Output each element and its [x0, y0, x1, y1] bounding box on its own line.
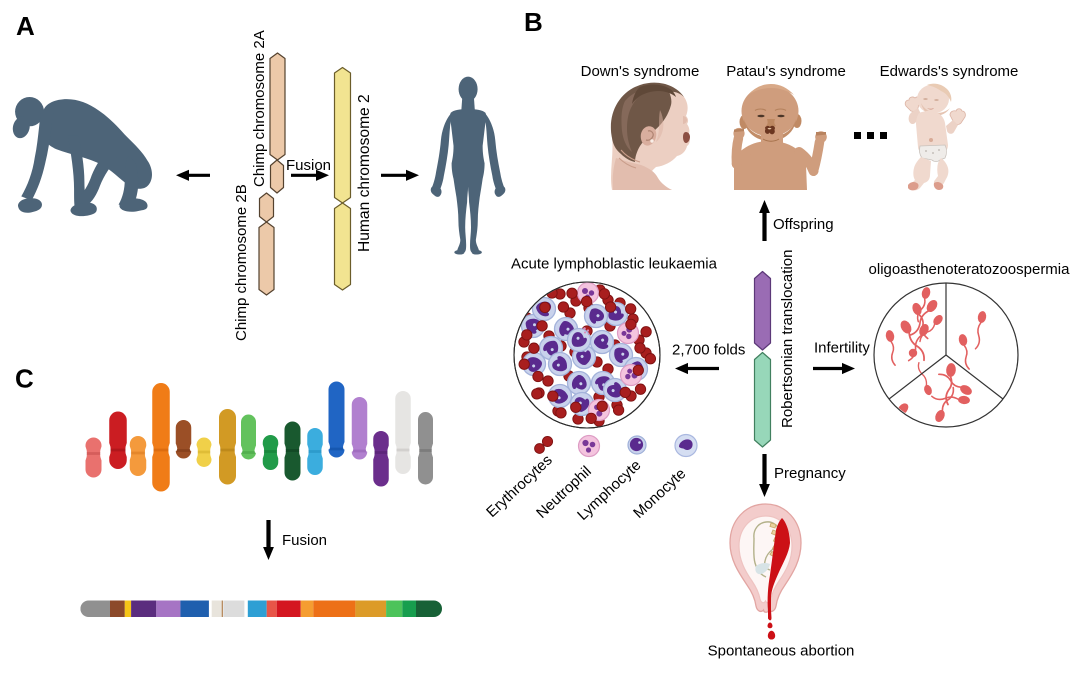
svg-text:Human chromosome 2: Human chromosome 2	[356, 94, 373, 252]
svg-text:B: B	[524, 7, 543, 37]
svg-text:Edwards's syndrome: Edwards's syndrome	[880, 63, 1019, 80]
svg-text:Chimp chromosome 2A: Chimp chromosome 2A	[251, 30, 268, 187]
svg-text:Fusion: Fusion	[282, 532, 327, 549]
svg-text:Fusion: Fusion	[286, 157, 331, 174]
svg-text:oligoasthenoteratozoospermia: oligoasthenoteratozoospermia	[869, 261, 1071, 278]
svg-text:Down's syndrome: Down's syndrome	[581, 63, 700, 80]
svg-text:Acute lymphoblastic leukaemia: Acute lymphoblastic leukaemia	[511, 256, 718, 273]
svg-text:Offspring: Offspring	[773, 216, 834, 233]
svg-text:Chimp chromosome 2B: Chimp chromosome 2B	[233, 184, 250, 341]
svg-text:C: C	[15, 364, 34, 394]
svg-text:2,700 folds: 2,700 folds	[672, 342, 745, 359]
svg-text:Pregnancy: Pregnancy	[774, 465, 846, 482]
svg-text:Infertility: Infertility	[814, 340, 870, 357]
svg-text:Spontaneous abortion: Spontaneous abortion	[708, 643, 855, 660]
svg-text:Robertsonian translocation: Robertsonian translocation	[779, 250, 796, 428]
svg-text:Patau's syndrome: Patau's syndrome	[726, 63, 846, 80]
svg-text:A: A	[16, 11, 35, 41]
